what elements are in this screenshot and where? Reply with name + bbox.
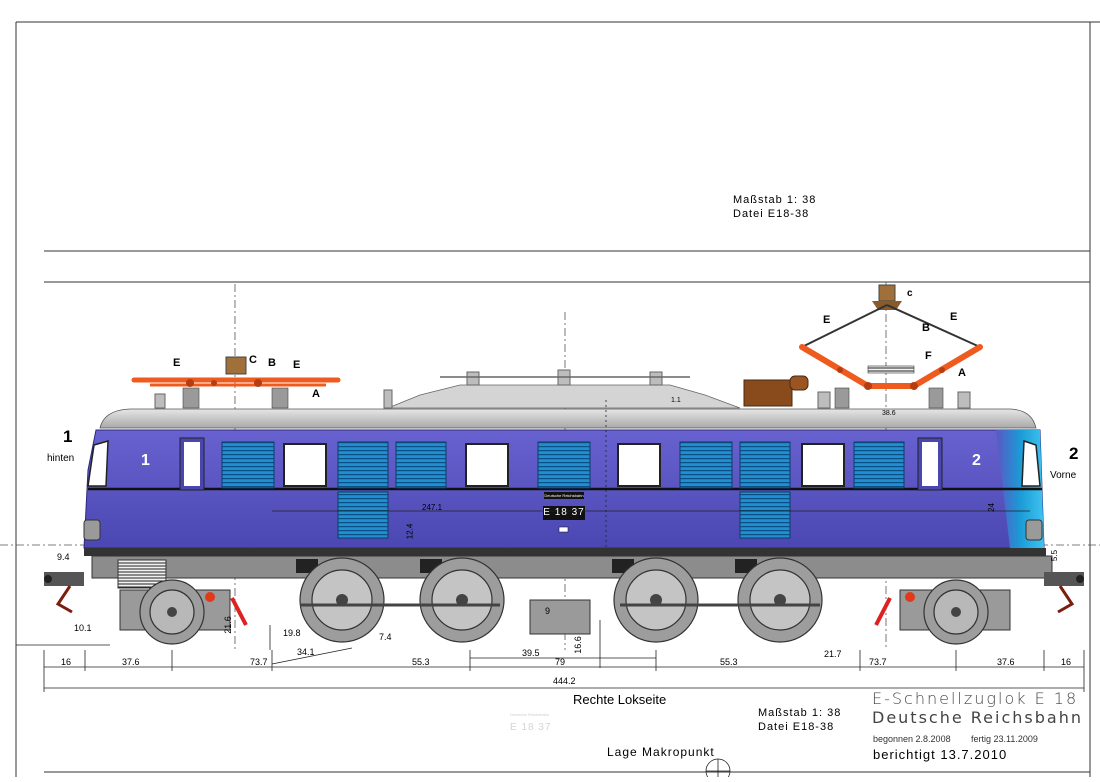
pantograph-label: E — [823, 314, 831, 326]
front-end-label: Vorne — [1050, 470, 1077, 481]
running-gear — [44, 555, 1084, 645]
dimension-segment: 55.3 — [720, 657, 738, 667]
title-block-railway: Deutsche Reichsbahn — [872, 708, 1083, 727]
view-caption: Rechte Lokseite — [573, 692, 667, 707]
scale-label: Maßstab 1: 38 — [733, 194, 817, 206]
dimension-segment: 37.6 — [997, 657, 1015, 667]
dimension-segment: 16 — [1061, 657, 1072, 667]
dimension-label: 247.1 — [422, 503, 443, 512]
dimension-segment: 73.7 — [250, 657, 268, 667]
dimension-label: 16.6 — [572, 636, 583, 654]
pantograph-label: A — [312, 388, 320, 400]
dimension-label: 9.4 — [57, 552, 70, 562]
makropunkt-label: Lage Makropunkt — [607, 745, 715, 759]
loco-body — [83, 429, 1046, 556]
roof — [99, 369, 1037, 429]
title-block-begun: begonnen 2.8.2008 — [873, 734, 951, 744]
dimension-segment: 73.7 — [869, 657, 887, 667]
pantograph-label: F — [925, 350, 932, 362]
faint-stamp-line1: Deutsche Reichsbahn — [510, 712, 550, 717]
front-end-number: 2 — [1069, 444, 1079, 463]
dimension-segment: 79 — [555, 657, 566, 667]
dimension-segment: 39.5 — [522, 648, 540, 658]
dimension-label: 9 — [545, 606, 551, 616]
pantograph-label: B — [268, 357, 276, 369]
dimension-label: 34.1 — [297, 647, 315, 657]
dimension-label: 7.4 — [379, 632, 392, 642]
pantograph-label: A — [958, 367, 966, 379]
total-length-label: 444.2 — [553, 676, 576, 686]
dimension-label: 24 — [986, 503, 996, 512]
dimension-label: 1.1 — [671, 397, 681, 404]
cab-number-right: 2 — [972, 452, 981, 469]
dimension-segment: 55.3 — [412, 657, 430, 667]
title-block-corrected: berichtigt 13.7.2010 — [873, 747, 1008, 762]
dimension-lines — [16, 400, 1085, 692]
dimension-label: 21.7 — [824, 649, 842, 659]
dimension-label: 19.8 — [283, 628, 301, 638]
dimension-label: 38.6 — [882, 410, 896, 417]
left-pantograph — [131, 356, 341, 409]
title-block-finished: fertig 23.11.2009 — [971, 734, 1038, 744]
faint-stamp-line2: E 18 37 — [510, 722, 552, 733]
pantograph-label: E — [173, 357, 181, 369]
right-pantograph — [799, 284, 983, 409]
sheet-frame — [15, 21, 1100, 777]
cab-number-left: 1 — [141, 452, 150, 469]
title-block-scale: Maßstab 1: 38 — [758, 707, 842, 719]
rear-end-label: hinten — [47, 453, 75, 464]
road-number-plate: E 18 37 — [543, 507, 585, 518]
dimension-label: 5.5 — [1050, 549, 1060, 562]
dimension-label: 10.1 — [74, 623, 92, 633]
dimension-segment: 16 — [61, 657, 72, 667]
rear-end-number: 1 — [63, 427, 73, 446]
dimension-segment: 37.6 — [122, 657, 140, 667]
file-label: Datei E18-38 — [733, 208, 810, 220]
dimension-label: 12.4 — [405, 523, 415, 540]
makropunkt-symbol — [705, 758, 731, 782]
dimension-label: 21.6 — [222, 616, 233, 634]
title-block-title: E-Schnellzuglok E 18 — [872, 689, 1079, 708]
pantograph-label: E — [950, 311, 958, 323]
pantograph-label: c — [907, 288, 913, 299]
pantograph-label: B — [922, 322, 930, 334]
title-block-file: Datei E18-38 — [758, 721, 835, 733]
pantograph-label: E — [293, 359, 301, 371]
pantograph-label: C — [249, 354, 257, 366]
builder-plate: Deutsche Reichsbahn — [544, 493, 584, 498]
